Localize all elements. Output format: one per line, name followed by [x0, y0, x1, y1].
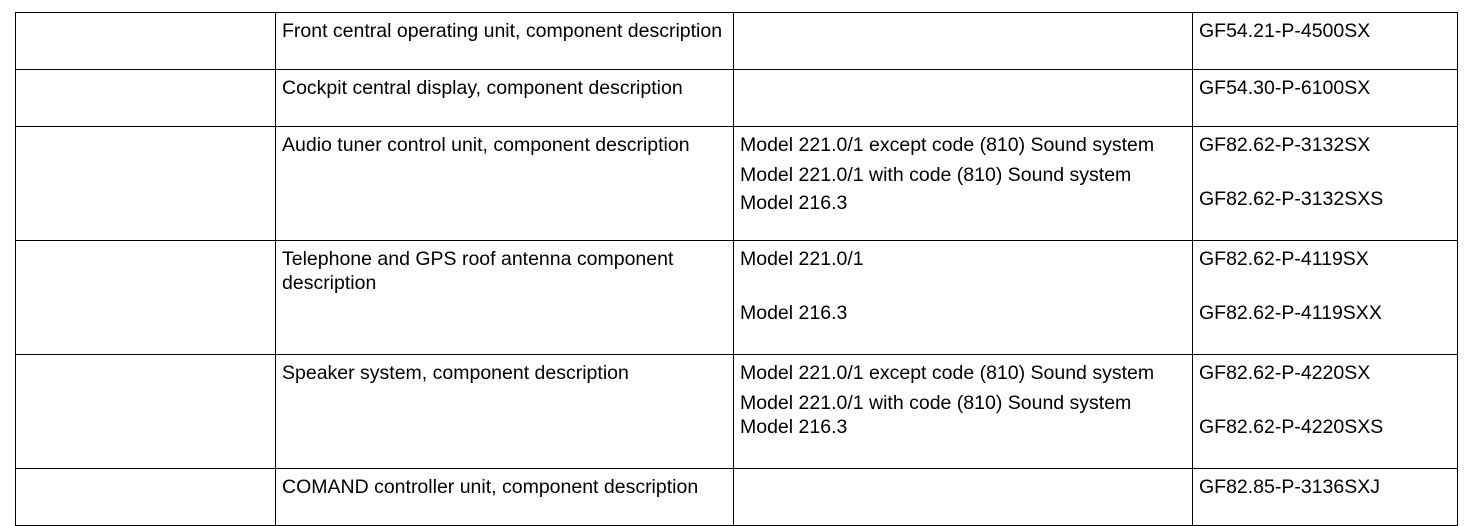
table-row: Audio tuner control unit, component desc…	[15, 126, 1458, 241]
table-row: Speaker system, component description Mo…	[15, 354, 1458, 469]
table-row: COMAND controller unit, component descri…	[15, 468, 1458, 526]
model-line: Model 221.0/1 except code (810) Sound sy…	[740, 134, 1155, 156]
document-reference-cell: GF54.30-P-6100SX	[1192, 69, 1458, 127]
component-description-cell: Telephone and GPS roof antenna component…	[275, 240, 734, 355]
table-row: Front central operating unit, component …	[15, 12, 1458, 70]
component-description-cell: Cockpit central display, component descr…	[275, 69, 734, 127]
document-reference: GF82.62-P-3132SX	[1199, 134, 1371, 156]
table-row: Telephone and GPS roof antenna component…	[15, 240, 1458, 355]
model-cell: Model 221.0/1 except code (810) Sound sy…	[733, 354, 1193, 469]
model-line: Model 216.3	[740, 302, 848, 324]
component-description-cell: COMAND controller unit, component descri…	[275, 468, 734, 526]
blank-cell	[15, 240, 276, 355]
document-reference: GF82.62-P-4119SXX	[1199, 302, 1382, 324]
component-reference-table: Front central operating unit, component …	[15, 12, 1458, 526]
document-reference-cell: GF82.85-P-3136SXJ	[1192, 468, 1458, 526]
model-line: Model 221.0/1 with code (810) Sound syst…	[740, 392, 1132, 414]
blank-cell	[15, 12, 276, 70]
model-cell	[733, 69, 1193, 127]
document-reference-cell: GF82.62-P-4220SX GF82.62-P-4220SXS	[1192, 354, 1458, 469]
document-reference: GF82.62-P-4220SXS	[1199, 416, 1384, 438]
model-cell	[733, 12, 1193, 70]
component-description-cell: Audio tuner control unit, component desc…	[275, 126, 734, 241]
document-reference: GF82.62-P-4220SX	[1199, 362, 1371, 384]
component-description-cell: Speaker system, component description	[275, 354, 734, 469]
model-line: Model 221.0/1 except code (810) Sound sy…	[740, 362, 1155, 384]
model-line: Model 221.0/1	[740, 248, 864, 270]
blank-cell	[15, 468, 276, 526]
model-line: Model 216.3	[740, 192, 848, 214]
document-reference: GF82.62-P-3132SXS	[1199, 188, 1384, 210]
document-reference: GF82.85-P-3136SXJ	[1199, 476, 1381, 498]
blank-cell	[15, 69, 276, 127]
document-reference: GF54.30-P-6100SX	[1199, 77, 1371, 99]
table-row: Cockpit central display, component descr…	[15, 69, 1458, 127]
document-reference-cell: GF54.21-P-4500SX	[1192, 12, 1458, 70]
document-reference: GF54.21-P-4500SX	[1199, 20, 1371, 42]
model-cell: Model 221.0/1 Model 216.3	[733, 240, 1193, 355]
model-line: Model 221.0/1 with code (810) Sound syst…	[740, 164, 1132, 186]
document-reference-cell: GF82.62-P-3132SX GF82.62-P-3132SXS	[1192, 126, 1458, 241]
document-reference: GF82.62-P-4119SX	[1199, 248, 1369, 270]
model-cell: Model 221.0/1 except code (810) Sound sy…	[733, 126, 1193, 241]
component-description-cell: Front central operating unit, component …	[275, 12, 734, 70]
blank-cell	[15, 126, 276, 241]
blank-cell	[15, 354, 276, 469]
model-cell	[733, 468, 1193, 526]
document-reference-cell: GF82.62-P-4119SX GF82.62-P-4119SXX	[1192, 240, 1458, 355]
model-line: Model 216.3	[740, 416, 848, 438]
